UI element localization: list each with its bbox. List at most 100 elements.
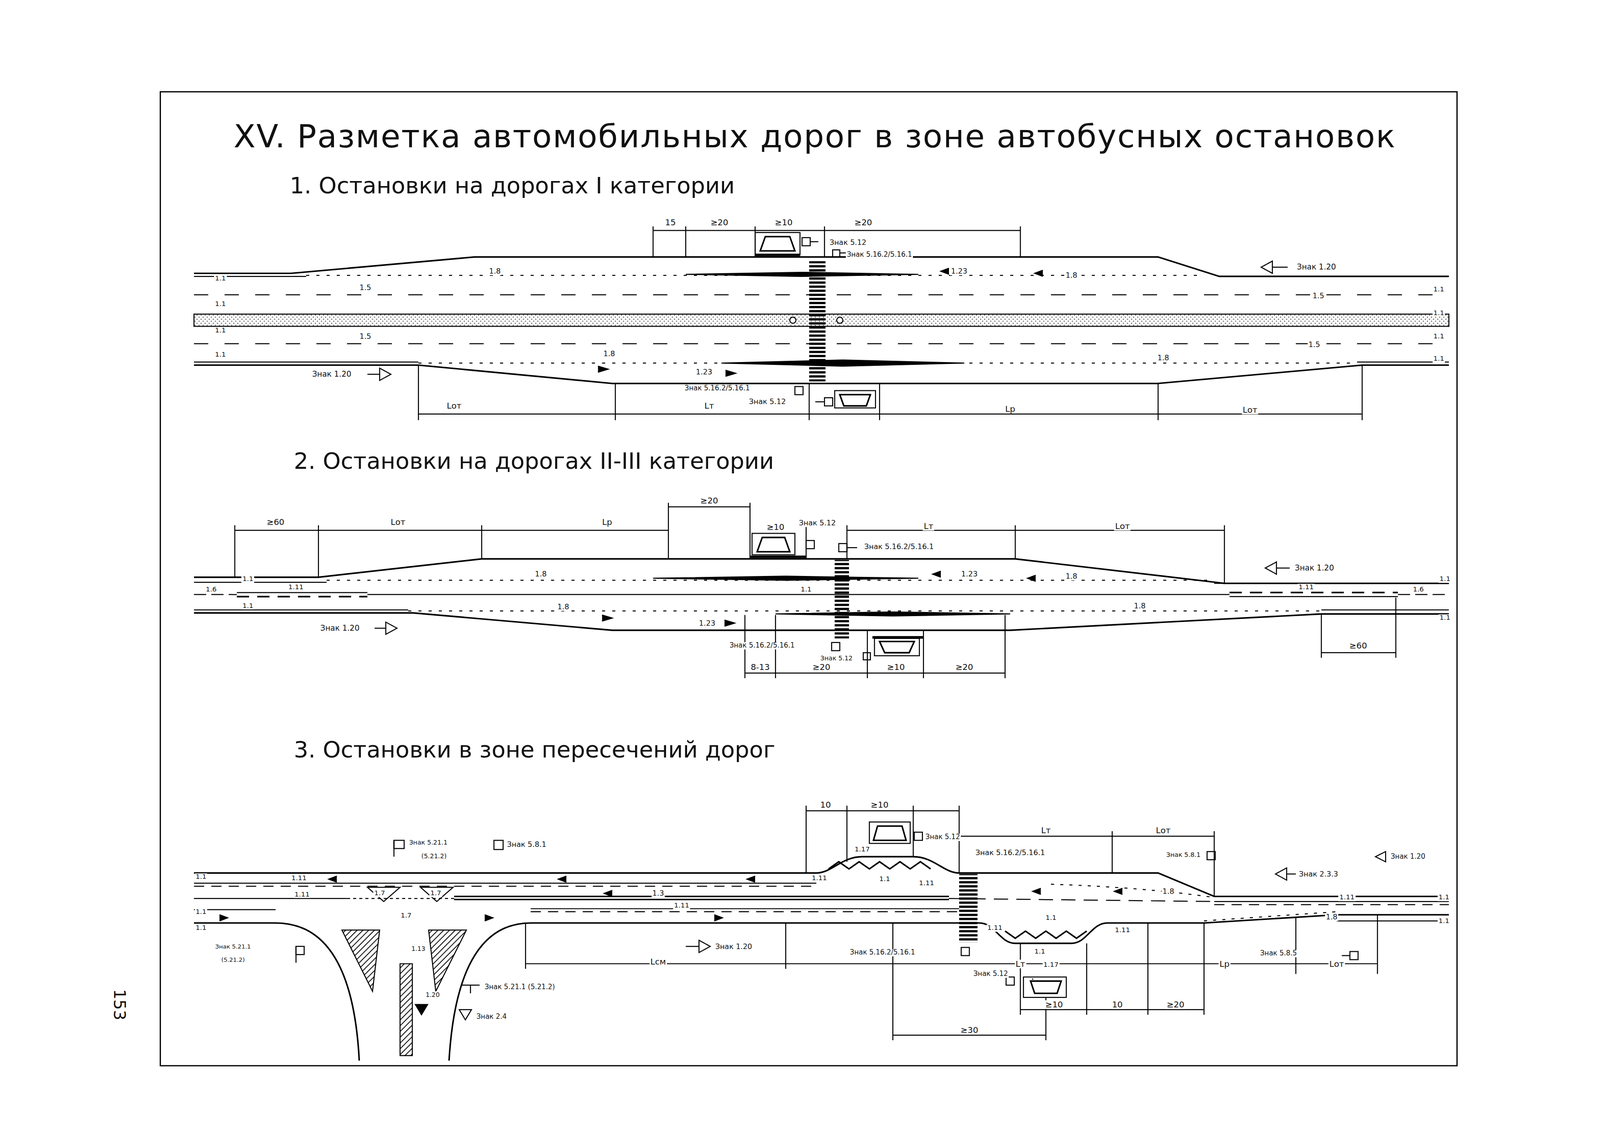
drawing-stroke: [1229, 596, 1398, 598]
drawing-stroke: [806, 810, 959, 812]
marking-label: ≥20: [954, 662, 975, 672]
marking-label: 1.5: [1307, 341, 1322, 350]
drawing-stroke: [828, 862, 931, 870]
marking-label: 1.11: [917, 880, 935, 888]
drawing-stroke: [832, 250, 840, 258]
drawing-stroke: [667, 502, 669, 559]
marking-label: 1.8: [1064, 572, 1079, 581]
drawing-stroke: [1261, 260, 1273, 274]
marking-label: 1.1: [1044, 914, 1058, 923]
drawing-stroke: [236, 596, 368, 598]
marking-label: Lот: [1114, 521, 1131, 531]
marking-label: Знак 1.20: [1389, 853, 1427, 861]
drawing-stroke: [808, 383, 810, 421]
drawing-stroke: [420, 887, 454, 902]
marking-label: 1.1: [241, 576, 255, 584]
marking-label: 1.11: [287, 583, 305, 592]
drawing-stroke: [1032, 888, 1041, 895]
drawing-stroke: [685, 946, 699, 948]
marking-label: Знак 5.16.2/5.16.1: [683, 385, 751, 393]
marking-label: 1.5: [358, 333, 373, 341]
drawing-stroke: [1321, 652, 1396, 654]
drawing-stroke: [806, 540, 815, 549]
marking-label: Знак 5.12: [972, 970, 1009, 979]
marking-label: 1.23: [698, 619, 717, 628]
drawing-stroke: [846, 530, 1225, 532]
marking-label: Lр: [1218, 959, 1231, 969]
drawing-stroke: [385, 622, 398, 635]
drawing-stroke: [367, 374, 380, 376]
section-heading: 3. Остановки в зоне пересечений дорог: [292, 738, 777, 763]
drawing-stroke: [874, 638, 920, 657]
marking-label: (5.21.2): [220, 957, 246, 964]
drawing-stroke: [685, 272, 919, 277]
drawing-stroke: [805, 806, 807, 874]
drawing-stroke: [193, 594, 237, 596]
marking-label: ≥10: [765, 523, 786, 532]
marking-label: ≥20: [811, 662, 832, 672]
drawing-stroke: [598, 366, 609, 373]
drawing-stroke: [1265, 562, 1277, 575]
marking-label: Знак 2.3.3: [1297, 870, 1340, 879]
drawing-stroke: [749, 502, 751, 559]
marking-label: Знак 1.20: [1295, 263, 1337, 272]
drawing-stroke: [668, 506, 751, 508]
drawing-stroke: [393, 840, 395, 858]
drawing-stroke: [328, 876, 337, 883]
marking-label: (5.21.2): [420, 852, 448, 860]
drawing-stroke: [193, 558, 1449, 584]
drawing-stroke: [746, 876, 756, 883]
marking-label: ≥10: [870, 800, 890, 810]
marking-label: 1.1: [194, 874, 208, 882]
marking-label: 1.11: [1114, 927, 1131, 935]
marking-label: ≥30: [959, 1026, 980, 1035]
marking-label: 1.6: [1412, 586, 1425, 594]
drawing-stroke: [1375, 851, 1386, 862]
drawing-stroke: [810, 241, 819, 243]
drawing-stroke: [530, 911, 959, 913]
drawing-stroke: [1224, 525, 1225, 584]
drawing-stroke: [775, 612, 1011, 617]
drawing-stroke: [1034, 270, 1043, 277]
drawing-stroke: [685, 226, 687, 257]
drawing-stroke: [863, 652, 871, 661]
drawing-stroke: [193, 582, 327, 584]
drawing-stroke: [652, 226, 654, 257]
drawing-stroke: [1213, 831, 1215, 897]
drawing-stroke: [940, 268, 949, 275]
marking-label: 1.17: [853, 846, 871, 854]
drawing-stroke: [1086, 943, 1088, 1016]
drawing-stroke: [1019, 943, 1021, 1016]
marking-label: Знак 5.8.1: [1165, 851, 1202, 859]
marking-label: Знак 5.12: [924, 833, 961, 842]
marking-label: 1.8: [488, 267, 502, 276]
drawing-stroke: [1023, 977, 1067, 998]
drawing-stroke: [823, 226, 825, 257]
marking-label: 1.8: [1161, 887, 1176, 896]
drawing-stroke: [721, 359, 965, 366]
marking-label: 1.11: [810, 875, 828, 883]
drawing-stroke: [408, 610, 1322, 612]
drawing-stroke: [834, 390, 876, 408]
drawing-stroke: [1114, 888, 1123, 895]
drawing-stroke: [838, 543, 847, 553]
drawing-stroke: [193, 361, 419, 363]
drawing-stroke: [347, 898, 455, 900]
marking-label: 1.11: [672, 902, 690, 910]
drawing-stroke: [846, 525, 848, 560]
marking-label: Lт: [1014, 959, 1027, 969]
marking-label: 1.8: [1064, 271, 1079, 280]
drawing-stroke: [1276, 567, 1290, 569]
marking-label: Знак 5.16.2/5.16.1: [728, 642, 796, 650]
marking-label: ≥10: [773, 218, 794, 227]
drawing-stroke: [815, 401, 825, 403]
marking-label: Знак 5.12: [747, 398, 787, 407]
marking-label: Знак 5.8.5: [1259, 950, 1298, 958]
marking-label: 10: [819, 800, 832, 810]
marking-label: Знак 1.20: [714, 943, 754, 951]
drawing-stroke: [1020, 1009, 1205, 1011]
marking-label: ≥60: [1348, 641, 1369, 651]
marking-label: Знак 2.4: [475, 1013, 508, 1022]
marking-label: 1.1: [1438, 614, 1452, 623]
drawing-stroke: [846, 547, 857, 549]
